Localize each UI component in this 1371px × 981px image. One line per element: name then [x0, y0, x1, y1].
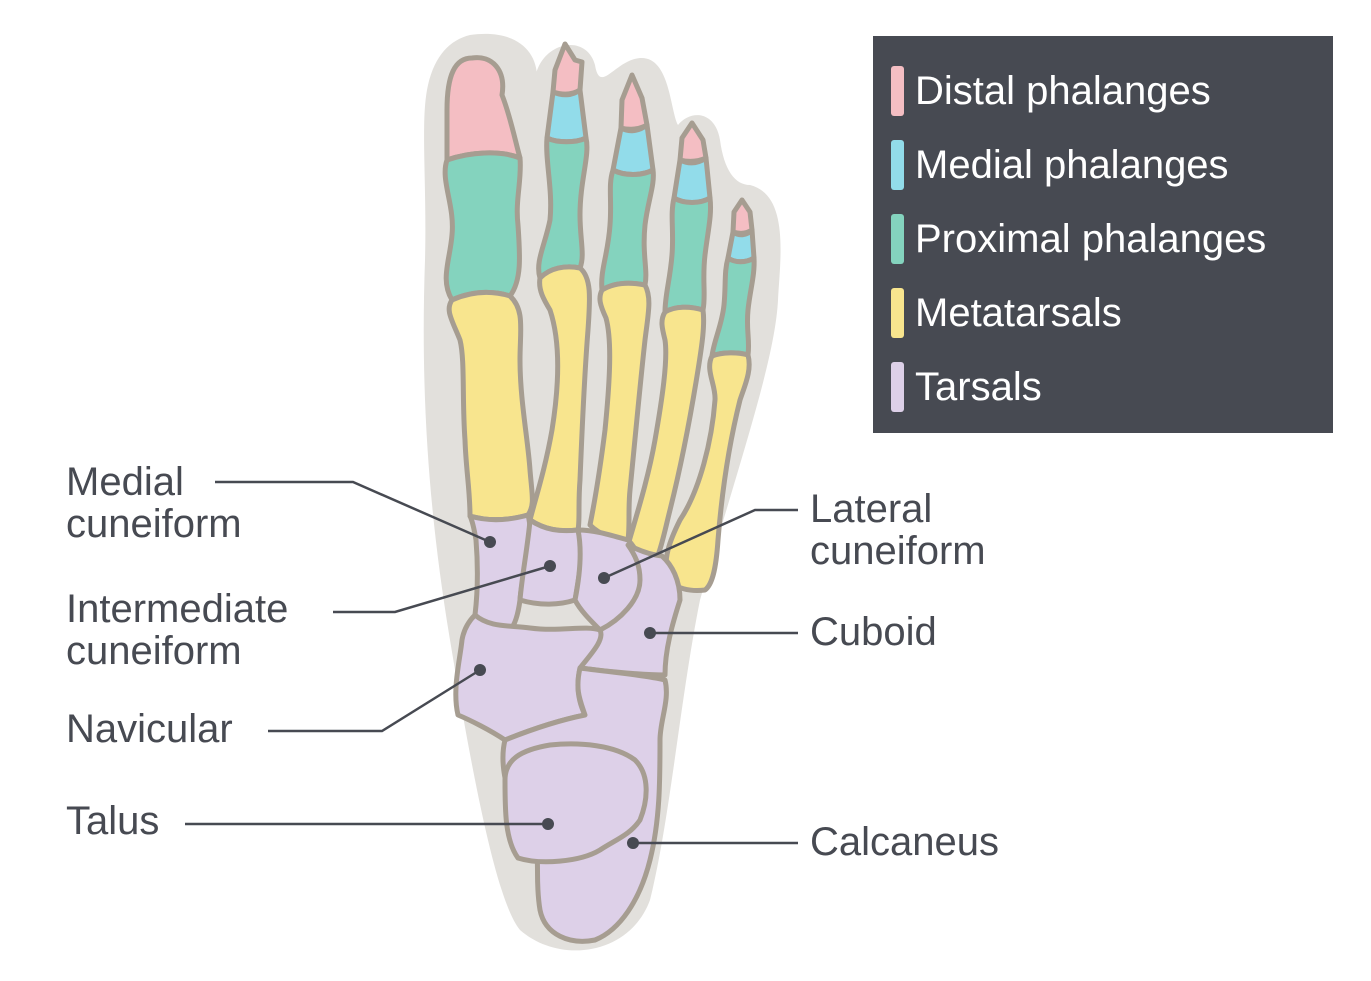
legend-swatch-proximal-phalanges: [891, 214, 904, 264]
proximal-phalanx-4: [662, 195, 713, 315]
talus-bone: [502, 741, 649, 865]
legend-swatch-distal-phalanges: [891, 66, 904, 116]
label-cuboid: Cuboid: [810, 610, 937, 654]
label-lateral-cuneiform: Lateral cuneiform: [810, 487, 986, 573]
lateral-cuneiform-leader: [603, 508, 798, 580]
label-talus: Talus: [66, 799, 160, 843]
medial-cuneiform-leader: [215, 480, 491, 544]
cuboid-dot: [644, 627, 656, 639]
talus-dot: [542, 818, 554, 830]
label-calcaneus: Calcaneus: [810, 820, 1000, 864]
legend-label-tarsals: Tarsals: [915, 365, 1042, 409]
lateral-cuneiform-dot: [598, 572, 610, 584]
medial-phalanx-3: [610, 122, 656, 177]
legend-swatch-metatarsals: [891, 288, 904, 338]
legend-label-metatarsals: Metatarsals: [915, 291, 1122, 335]
legend-swatch-medial-phalanges: [891, 140, 904, 190]
label-medial-cuneiform: Medial cuneiform: [66, 460, 242, 546]
label-intermediate-cuneiform: Intermediate cuneiform: [66, 587, 289, 673]
legend-label-proximal-phalanges: Proximal phalanges: [915, 217, 1267, 261]
legend: Distal phalanges Medial phalanges Proxim…: [873, 36, 1333, 433]
legend-label-medial-phalanges: Medial phalanges: [915, 143, 1229, 187]
navicular-dot: [474, 664, 486, 676]
calcaneus-dot: [627, 837, 639, 849]
legend-swatch-tarsals: [891, 362, 904, 412]
proximal-phalanx-1: [442, 150, 523, 303]
medial-phalanx-4: [671, 155, 713, 205]
navicular-leader: [268, 668, 481, 733]
intermediate-cuneiform-leader: [333, 564, 551, 614]
intermediate-cuneiform-dot: [544, 560, 556, 572]
legend-label-distal-phalanges: Distal phalanges: [915, 69, 1211, 113]
medial-phalanx-2: [544, 87, 589, 145]
label-navicular: Navicular: [66, 707, 233, 751]
medial-cuneiform-dot: [484, 536, 496, 548]
proximal-phalanx-3: [599, 167, 656, 293]
medial-phalanx-5: [725, 227, 757, 265]
metatarsal-5: [663, 350, 752, 593]
